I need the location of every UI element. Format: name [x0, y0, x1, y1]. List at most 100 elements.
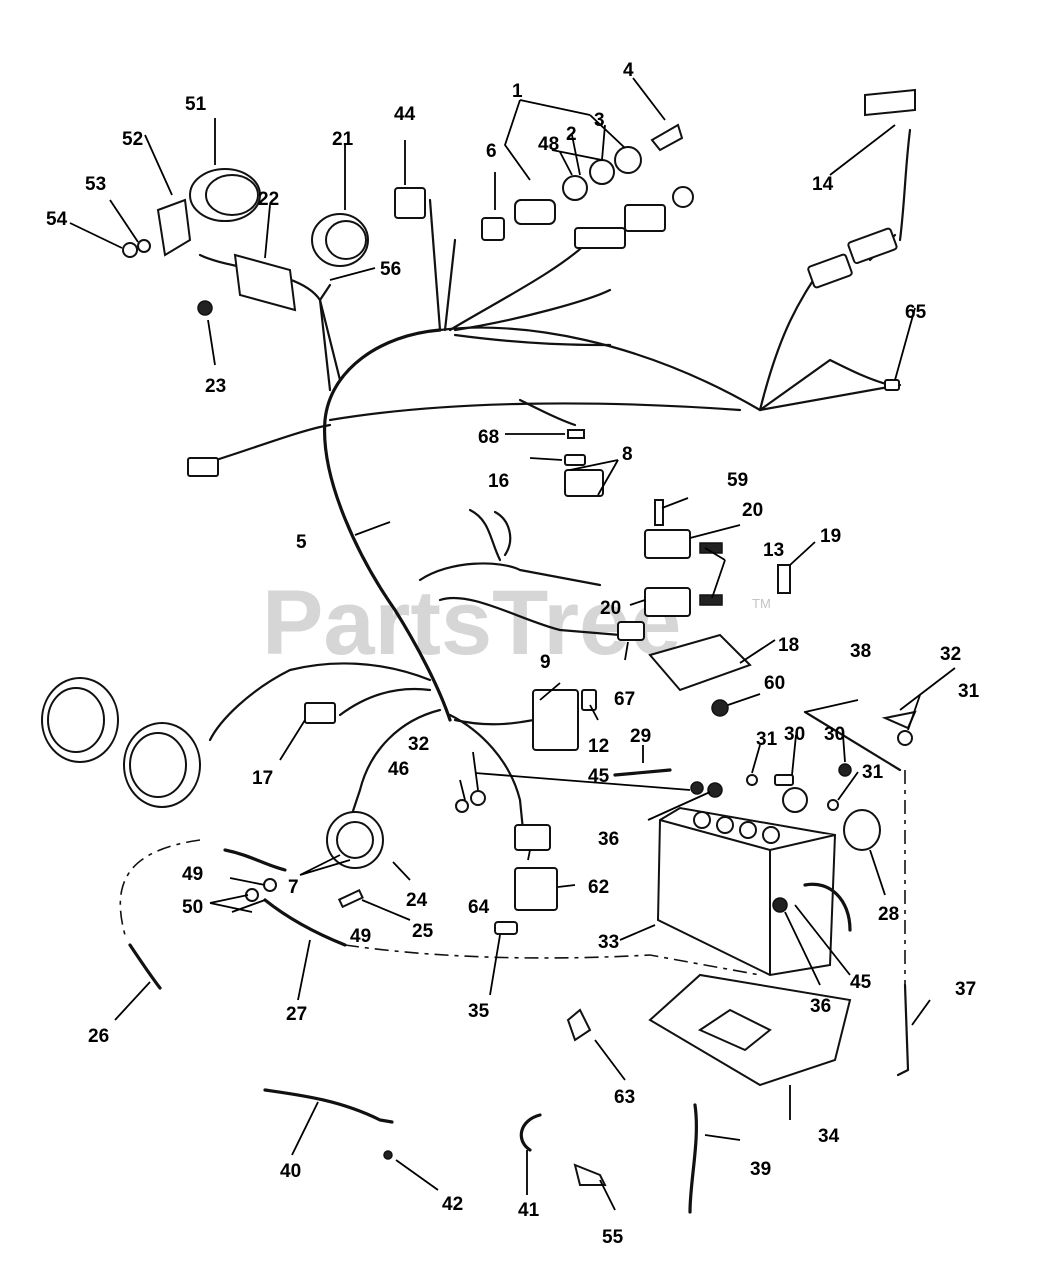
callout-36-left: 36 — [598, 829, 619, 850]
callout-60: 60 — [764, 673, 785, 694]
watermark: PartsTree — [262, 572, 681, 674]
washer-31-upper — [746, 774, 758, 786]
callout-30-right: 30 — [824, 724, 845, 745]
callout-27: 27 — [286, 1004, 307, 1025]
callout-28: 28 — [878, 904, 899, 925]
callout-35: 35 — [468, 1001, 490, 1022]
callout-23: 23 — [205, 376, 226, 397]
connector-right-a — [847, 227, 898, 265]
callout-2: 2 — [566, 124, 577, 145]
switch-8 — [564, 469, 604, 497]
insulator-13-upper — [699, 542, 723, 554]
connector-12 — [581, 689, 597, 711]
cable-40 — [263, 1088, 394, 1124]
headlight-right — [123, 722, 201, 808]
callout-32-left: 32 — [408, 734, 429, 755]
connector-44 — [394, 187, 426, 219]
callout-36-right: 36 — [810, 996, 831, 1017]
callout-4: 4 — [623, 60, 634, 81]
callout-34: 34 — [818, 1126, 840, 1147]
callout-26: 26 — [88, 1026, 109, 1047]
callout-51: 51 — [185, 94, 207, 115]
module-9 — [532, 689, 579, 751]
callout-45-right: 45 — [850, 972, 872, 993]
callout-21: 21 — [332, 129, 354, 150]
callout-53: 53 — [85, 174, 106, 195]
switch-48 — [514, 146, 642, 225]
terminal-36-left — [707, 782, 723, 798]
tray-34-inner — [697, 1008, 772, 1052]
screw-30-right — [838, 763, 852, 777]
callout-56: 56 — [380, 259, 401, 280]
callout-44: 44 — [394, 104, 416, 125]
cable-29 — [613, 768, 672, 777]
callout-18: 18 — [778, 635, 799, 656]
callout-63: 63 — [614, 1087, 635, 1108]
ground-dash-line — [119, 839, 761, 976]
screw-30-upper — [774, 774, 794, 786]
callout-32-right: 32 — [940, 644, 961, 665]
cable-27 — [263, 898, 347, 947]
callout-67: 67 — [614, 689, 635, 710]
connector-67 — [617, 621, 645, 641]
callout-14: 14 — [812, 174, 834, 195]
hose-39 — [688, 1103, 698, 1214]
battery-33 — [656, 806, 837, 977]
callout-5: 5 — [296, 532, 307, 553]
callout-62: 62 — [588, 877, 609, 898]
callout-7: 7 — [288, 877, 299, 898]
nut-49 — [263, 878, 277, 892]
nut-32-left — [470, 790, 486, 806]
callout-16: 16 — [488, 471, 509, 492]
callout-30-left: 30 — [784, 724, 805, 745]
callout-39: 39 — [750, 1159, 771, 1180]
callout-20-upper: 20 — [742, 500, 763, 521]
headlight-left — [41, 677, 119, 763]
bracket-52 — [156, 198, 192, 257]
callout-8: 8 — [622, 444, 633, 465]
callout-3: 3 — [594, 110, 605, 131]
nut-54 — [122, 242, 138, 258]
callout-31-left: 31 — [756, 729, 778, 750]
switch-20-upper — [644, 529, 691, 559]
callout-29: 29 — [630, 726, 651, 747]
nut-60 — [711, 699, 729, 717]
washer-46 — [455, 799, 469, 813]
callout-40: 40 — [280, 1161, 301, 1182]
bolt-37 — [896, 983, 910, 1077]
switch-right — [574, 186, 694, 249]
plug-top — [782, 787, 808, 813]
callout-37: 37 — [955, 979, 976, 1000]
callout-17: 17 — [252, 768, 273, 789]
connector-right-b — [807, 253, 853, 289]
callout-49-upper: 49 — [182, 864, 203, 885]
callout-12: 12 — [588, 736, 609, 757]
callout-labels: 1 2 3 4 5 6 7 8 9 12 13 14 16 17 18 19 2… — [46, 60, 980, 1248]
watermark-trademark: TM — [752, 596, 771, 611]
callout-55: 55 — [602, 1227, 624, 1248]
bracket-22 — [233, 253, 297, 312]
cable-upper-49 — [223, 848, 287, 872]
callout-1: 1 — [512, 81, 523, 102]
callout-31-right: 31 — [958, 681, 980, 702]
callout-48: 48 — [538, 134, 559, 155]
nut-53 — [137, 239, 151, 253]
connector-left-harness — [187, 457, 219, 477]
gauge-21 — [311, 213, 369, 267]
nut-23 — [197, 300, 213, 316]
callout-50: 50 — [182, 897, 203, 918]
cap-28 — [843, 809, 881, 851]
washer-31-right — [897, 730, 913, 746]
relay-62 — [514, 867, 558, 911]
screw-25 — [337, 888, 364, 909]
insulator-13-lower — [699, 594, 723, 606]
callout-9: 9 — [540, 652, 551, 673]
callout-19: 19 — [820, 526, 841, 547]
callout-33: 33 — [598, 932, 619, 953]
washer-31-mid — [827, 799, 839, 811]
callout-52: 52 — [122, 129, 143, 150]
callout-13: 13 — [763, 540, 784, 561]
callout-46: 46 — [388, 759, 409, 780]
callout-41: 41 — [518, 1200, 540, 1221]
rod-38 — [803, 710, 902, 772]
